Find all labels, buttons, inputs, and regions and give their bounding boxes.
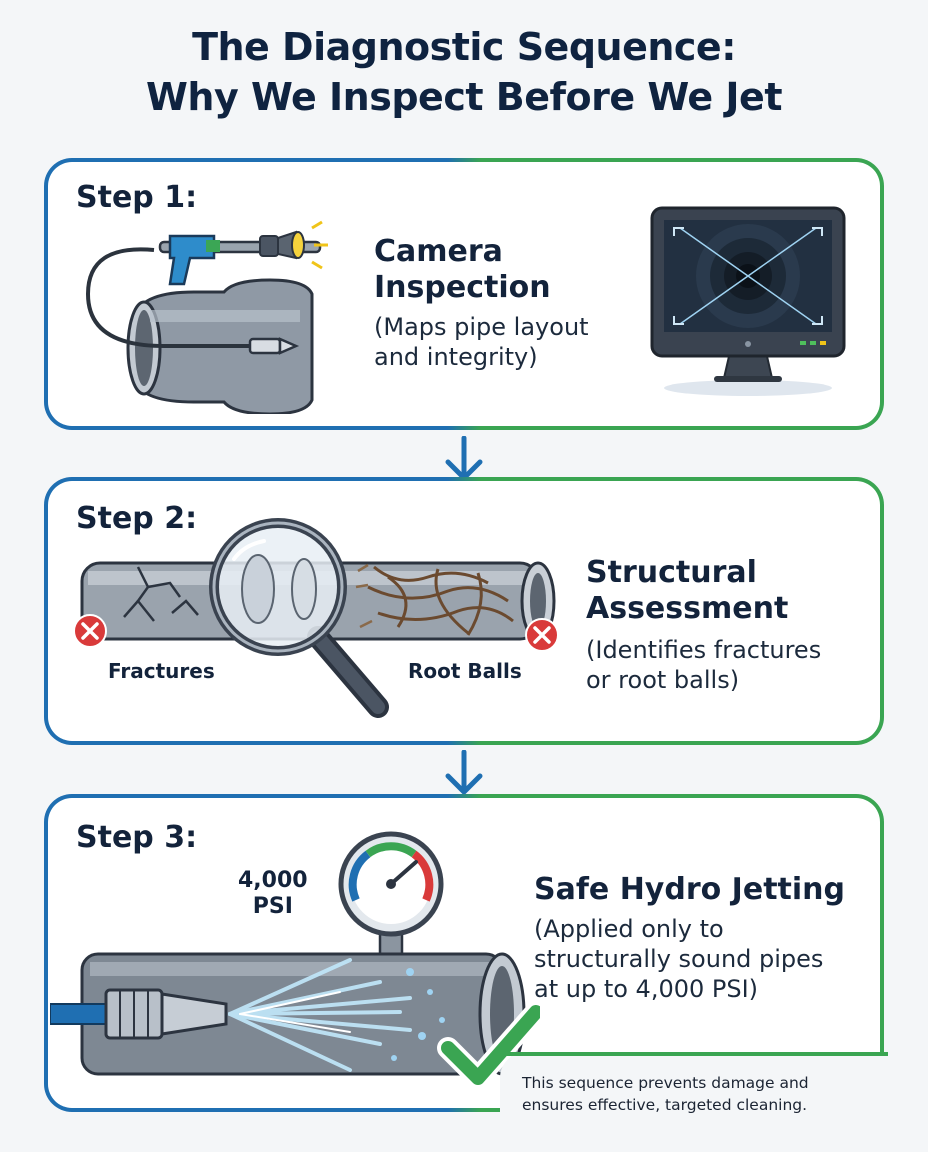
gauge-psi-line-2: PSI (252, 894, 293, 919)
pressure-gauge-icon (338, 831, 444, 960)
cracked-pipe-icon (123, 566, 199, 622)
step-1-title: Camera Inspection (374, 234, 551, 306)
monitor-icon (650, 206, 846, 396)
footnote-line-2: ensures effective, targeted cleaning. (522, 1096, 808, 1114)
footnote-cutout (500, 1052, 920, 1152)
gauge-psi-label: 4,000 PSI (238, 868, 308, 920)
step-3-desc-line-2: structurally sound pipes (534, 945, 824, 973)
step-3-description: (Applied only to structurally sound pipe… (534, 914, 823, 1004)
root-balls-label: Root Balls (408, 659, 522, 683)
footnote-line-1: This sequence prevents damage and (522, 1074, 809, 1092)
x-mark-icon (525, 618, 559, 652)
step-1-card: Step 1: Camera Inspection (44, 158, 884, 430)
step-2-desc-line-2: or root balls) (586, 666, 740, 694)
down-arrow-icon (445, 750, 483, 795)
footnote-cutout-border (500, 1052, 888, 1056)
fractures-label: Fractures (108, 659, 215, 683)
step-2-title-line-1: Structural (586, 555, 757, 590)
structural-assessment-illustration (73, 518, 559, 718)
step-2-desc-line-1: (Identifies fractures (586, 636, 822, 664)
step-1-description: (Maps pipe layout and integrity) (374, 312, 589, 372)
step-1-desc-line-2: and integrity) (374, 343, 538, 371)
step-2-title: Structural Assessment (586, 555, 788, 627)
jet-nozzle-icon (104, 988, 228, 1040)
down-arrow-icon (445, 436, 483, 481)
step-2-card: Step 2: (44, 477, 884, 745)
step-3-label: Step 3: (76, 820, 198, 855)
step-3-desc-line-1: (Applied only to (534, 915, 724, 943)
camera-wand-icon (158, 220, 328, 286)
footnote: This sequence prevents damage and ensure… (522, 1072, 902, 1116)
step-1-label: Step 1: (76, 180, 198, 215)
title-line-2: Why We Inspect Before We Jet (146, 75, 783, 119)
x-mark-icon (73, 614, 107, 648)
gauge-psi-line-1: 4,000 (238, 868, 308, 893)
step-3-desc-line-3: at up to 4,000 PSI) (534, 975, 759, 1003)
step-2-label: Step 2: (76, 501, 198, 536)
step-3-title: Safe Hydro Jetting (534, 872, 845, 907)
title-line-1: The Diagnostic Sequence: (192, 25, 736, 69)
step-1-title-line-2: Inspection (374, 270, 551, 305)
step-2-title-line-2: Assessment (586, 591, 789, 626)
magnifier-icon (209, 518, 389, 718)
page-title: The Diagnostic Sequence: Why We Inspect … (0, 22, 928, 122)
step-1-title-line-1: Camera (374, 234, 503, 269)
hydro-jetting-illustration (50, 831, 540, 1089)
step-2-description: (Identifies fractures or root balls) (586, 635, 821, 695)
camera-inspection-illustration (85, 220, 328, 414)
step-1-desc-line-1: (Maps pipe layout (374, 313, 589, 341)
roots-icon (367, 565, 514, 636)
